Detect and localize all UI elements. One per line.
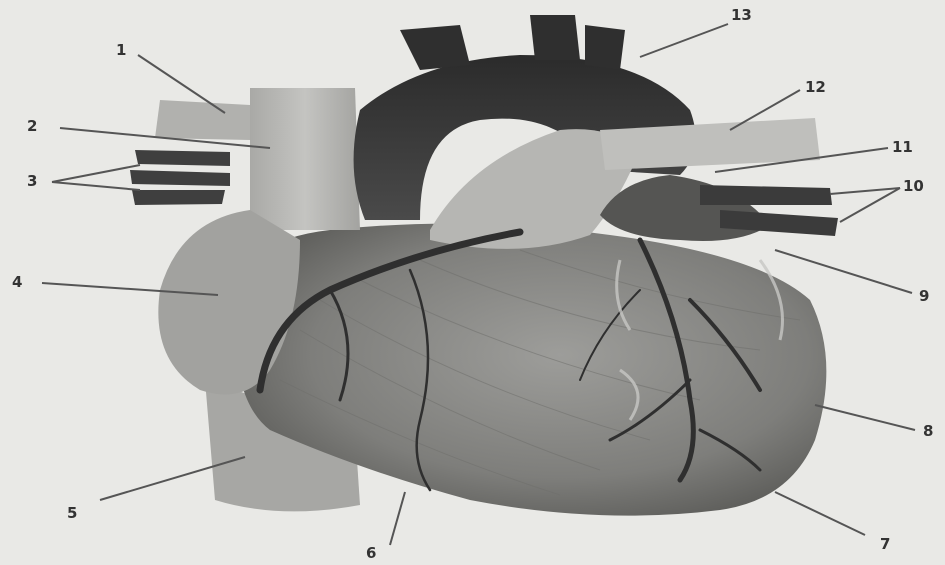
- leader-line-7: [775, 492, 865, 535]
- leader-line-6: [390, 492, 405, 545]
- leader-line-9: [775, 250, 912, 293]
- leader-line-3b: [52, 182, 140, 190]
- label-7: 7: [880, 537, 890, 552]
- right-pulmonary-veins: [130, 150, 230, 205]
- leader-line-8: [815, 405, 915, 430]
- label-1: 1: [116, 43, 126, 58]
- label-10: 10: [903, 179, 924, 194]
- label-3: 3: [27, 174, 37, 189]
- label-12: 12: [805, 80, 826, 95]
- left-auricle: [600, 175, 770, 241]
- superior-vena-cava: [250, 88, 360, 230]
- label-2: 2: [27, 119, 37, 134]
- label-8: 8: [923, 424, 933, 439]
- label-6: 6: [366, 546, 376, 561]
- label-5: 5: [67, 506, 77, 521]
- label-13: 13: [731, 8, 752, 23]
- arch-branch-left: [400, 25, 470, 70]
- label-11: 11: [892, 140, 913, 155]
- arch-branch-middle: [530, 15, 580, 60]
- leader-line-3a: [52, 165, 140, 182]
- label-4: 4: [12, 275, 22, 290]
- label-9: 9: [919, 289, 929, 304]
- leader-line-13: [640, 24, 728, 57]
- right-pulmonary-artery: [155, 100, 250, 140]
- arch-branch-right: [585, 25, 625, 70]
